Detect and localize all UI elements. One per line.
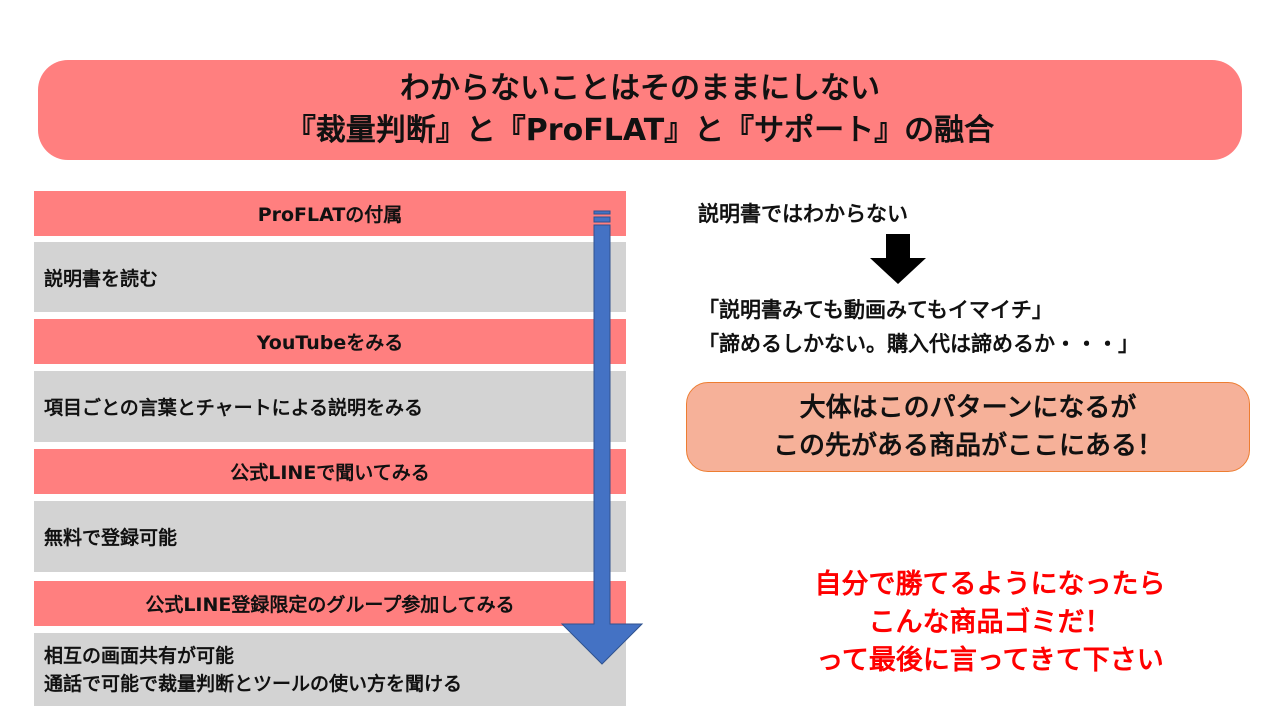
- red-line-2: こんな商品ゴミだ！: [868, 607, 1112, 638]
- flow-down-arrow: [560, 210, 644, 665]
- step-2-header: YouTubeをみる: [34, 319, 626, 364]
- title-line-2: 『裁量判断』と『ProFLAT』と『サポート』の融合: [285, 113, 995, 148]
- step-4-detail-line-2: 通話で可能で裁量判断とツールの使い方を聞ける: [44, 672, 463, 695]
- step-2-detail: 項目ごとの言葉とチャートによる説明をみる: [34, 371, 626, 442]
- step-4-detail: 相互の画面共有が可能 通話で可能で裁量判断とツールの使い方を聞ける: [34, 633, 626, 706]
- step-3-detail: 無料で登録可能: [34, 501, 626, 572]
- box-line-1: 大体はこのパターンになるが: [799, 393, 1137, 423]
- intro-text: 説明書ではわからない: [698, 202, 908, 226]
- black-down-arrow: [870, 234, 926, 284]
- quote-1: 「説明書みても動画みてもイマイチ」: [698, 298, 1053, 322]
- step-4-header: 公式LINE登録限定のグループ参加してみる: [34, 581, 626, 626]
- red-line-3: って最後に言ってきて下さい: [816, 645, 1164, 676]
- box-line-2: この先がある商品がここにある！: [772, 431, 1163, 461]
- slide-title: わからないことはそのままにしない 『裁量判断』と『ProFLAT』と『サポート』…: [38, 60, 1242, 160]
- step-4-detail-line-1: 相互の画面共有が可能: [44, 644, 235, 667]
- step-1-header: ProFLATの付属: [34, 191, 626, 236]
- title-line-1: わからないことはそのままにしない: [400, 71, 880, 106]
- red-message: 自分で勝てるようになったら こんな商品ゴミだ！ って最後に言ってきて下さい: [700, 566, 1280, 680]
- highlight-box: 大体はこのパターンになるが この先がある商品がここにある！: [686, 382, 1250, 472]
- quote-2: 「諦めるしかない。購入代は諦めるか・・・」: [698, 332, 1139, 356]
- step-3-header: 公式LINEで聞いてみる: [34, 449, 626, 494]
- red-line-1: 自分で勝てるようになったら: [814, 569, 1166, 600]
- step-1-detail: 説明書を読む: [34, 242, 626, 312]
